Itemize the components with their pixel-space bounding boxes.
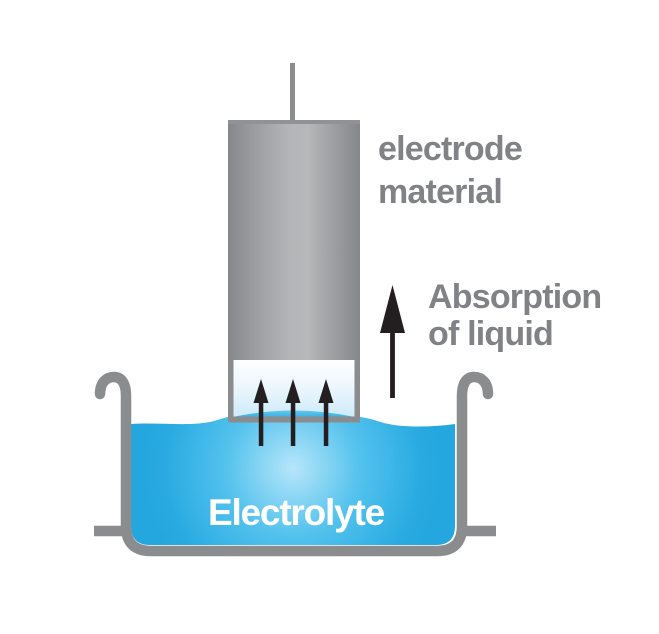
absorption-label-line1: Absorption bbox=[428, 278, 601, 316]
electrolyte-label: Electrolyte bbox=[208, 492, 385, 533]
small-up-arrow-3-head bbox=[318, 379, 334, 403]
small-up-arrow-2 bbox=[285, 379, 301, 446]
small-up-arrow-1-head bbox=[253, 379, 269, 403]
soaked-border-left bbox=[228, 360, 234, 422]
electrode-wire bbox=[290, 63, 295, 125]
electrode-top-edge bbox=[228, 120, 360, 124]
small-up-arrow-2-head bbox=[285, 379, 301, 403]
small-up-arrow-1-tail bbox=[258, 398, 264, 446]
electrode-label-line2: material bbox=[378, 173, 502, 211]
absorption-label-line2: of liquid bbox=[428, 315, 553, 353]
absorption-flow-arrows bbox=[253, 379, 334, 446]
small-up-arrow-3-tail bbox=[323, 398, 329, 446]
electrode-material-label: electrode material bbox=[378, 130, 523, 211]
large-up-arrow-head bbox=[380, 285, 405, 333]
small-up-arrow-1 bbox=[253, 379, 269, 446]
small-up-arrow-2-tail bbox=[290, 398, 296, 446]
large-up-arrow bbox=[380, 285, 405, 398]
absorption-label: Absorption of liquid bbox=[428, 278, 602, 353]
electrode-label-line1: electrode bbox=[378, 130, 522, 168]
electrode-body bbox=[228, 120, 360, 361]
soaked-border-right bbox=[354, 360, 360, 422]
bath-outline bbox=[94, 371, 494, 557]
large-up-arrow-tail bbox=[390, 330, 395, 398]
small-up-arrow-3 bbox=[318, 379, 334, 446]
electrolyte-liquid bbox=[131, 417, 455, 545]
